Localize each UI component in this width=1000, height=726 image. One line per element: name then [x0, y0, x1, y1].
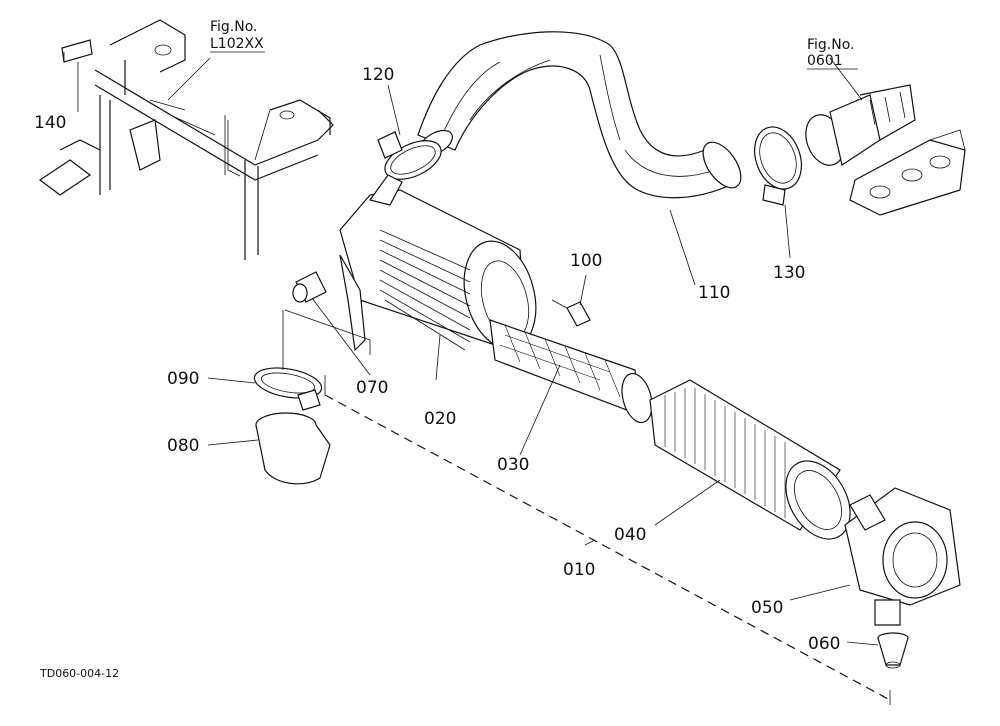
part-100-bolt [551, 299, 591, 327]
part-060-dust-valve [877, 632, 909, 669]
figure-ref-number: 0601 [807, 53, 843, 69]
part-030-safety-element [489, 319, 653, 424]
part-140-block [61, 39, 93, 63]
callout-070: 070 [356, 378, 388, 398]
part-070-fitting [292, 271, 327, 303]
part-020-cleaner-body [339, 174, 537, 352]
figure-ref-l102xx: Fig.No. L102XX [210, 19, 265, 53]
callout-140: 140 [34, 113, 66, 133]
callout-010: 010 [563, 560, 595, 580]
part-090-clamp [253, 367, 323, 411]
part-110-intake-hose [417, 31, 742, 199]
drawing-code: TD060-004-12 [39, 667, 119, 680]
callout-020: 020 [424, 409, 456, 429]
frame-bracket [38, 19, 334, 260]
figure-ref-number: L102XX [210, 36, 264, 52]
figure-ref-0601: Fig.No. 0601 [807, 37, 858, 70]
part-040-primary-element [649, 379, 851, 540]
part-120-hose-clamp [377, 131, 442, 180]
callout-100: 100 [570, 251, 602, 271]
callout-labels: 140 120 100 110 130 090 070 020 080 030 … [34, 65, 840, 654]
callout-130: 130 [773, 263, 805, 283]
intake-manifold [805, 84, 966, 216]
part-080-elbow-hose [255, 412, 331, 485]
figure-ref-label: Fig.No. [807, 37, 855, 53]
part-130-hose-clamp [754, 126, 802, 206]
callout-090: 090 [167, 369, 199, 389]
callout-030: 030 [497, 455, 529, 475]
part-050-cover [844, 487, 961, 626]
callout-110: 110 [698, 283, 730, 303]
callout-080: 080 [167, 436, 199, 456]
leader-lines [77, 57, 879, 646]
callout-040: 040 [614, 525, 646, 545]
callout-060: 060 [808, 634, 840, 654]
figure-ref-label: Fig.No. [210, 19, 258, 35]
callout-050: 050 [751, 598, 783, 618]
callout-120: 120 [362, 65, 394, 85]
assembly-bracket-010 [324, 375, 891, 705]
